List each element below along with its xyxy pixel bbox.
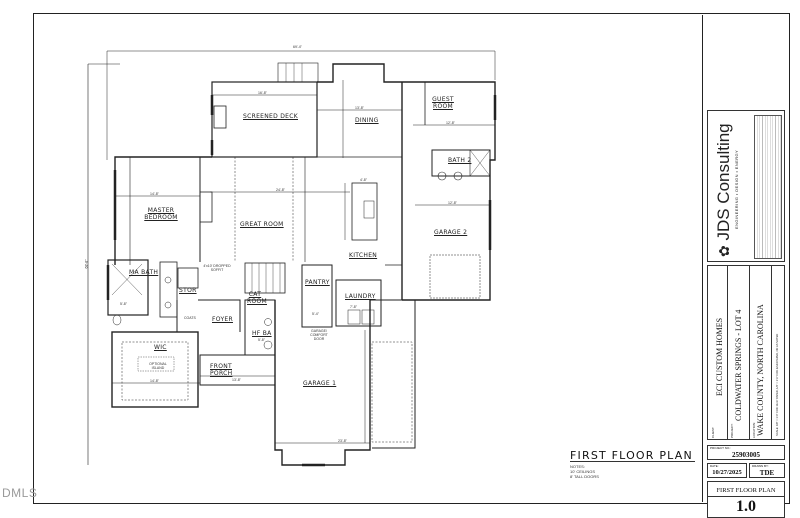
dim-laundry: 7'-8" — [350, 305, 357, 309]
room-label-laundry: LAUNDRY — [345, 293, 376, 300]
dim-screened-deck: 16'-8" — [258, 91, 267, 95]
client-name: ECI CUSTOM HOMES — [715, 317, 724, 396]
sheet-number-box: 1.0 — [707, 496, 785, 518]
leaf-logo-icon: ✿ — [716, 245, 732, 257]
room-label-dining: DINING — [355, 117, 379, 124]
scale-note: SCALE: 1/8" = 1'-0" FOR 11x17 PAPER, 1/4… — [776, 333, 779, 436]
dim-ma-bath: 5'-8" — [120, 302, 127, 306]
room-label-wic: WIC — [154, 344, 167, 351]
project-number: 25903005 — [732, 451, 760, 459]
note-dropped-soffit: 4'x10' DROPPED SOFFIT — [203, 264, 231, 272]
notes-line: 10' CEILINGS — [570, 469, 595, 474]
room-label-garage-2: GARAGE 2 — [434, 229, 468, 236]
plan-title: FIRST FLOOR PLAN — [570, 449, 693, 462]
dim-guest-room: 12'-8" — [446, 121, 455, 125]
sheet-name: FIRST FLOOR PLAN — [716, 487, 776, 494]
project-label: PROJECT: — [730, 423, 734, 438]
room-label-kitchen: KITCHEN — [349, 252, 378, 259]
drawing-sheet-border — [33, 13, 790, 504]
company-panel: ✿ JDS Consulting ENGINEERING • DESIGN • … — [707, 110, 785, 262]
room-label-garage-1: GARAGE 1 — [303, 380, 337, 387]
note-garage-door: GARAGE/ COMFORT DOOR — [310, 329, 328, 341]
project-number-label: PROJECT NO.: — [710, 446, 731, 450]
dim-great-room: 24'-8" — [276, 188, 285, 192]
dim-master-bedroom: 14'-8" — [150, 192, 159, 196]
room-label-screened-deck: SCREENED DECK — [243, 113, 298, 120]
plan-notes: NOTES: 10' CEILINGS 8' TALL DOORS — [570, 464, 599, 479]
room-label-master-bedroom: MASTER BEDROOM — [144, 207, 178, 221]
dim-overall-width: 69'-4" — [293, 45, 302, 49]
room-label-pantry: PANTRY — [305, 279, 330, 286]
drawn-by-label: DRAWN BY: — [752, 464, 769, 468]
room-label-great-room: GREAT ROOM — [240, 221, 284, 228]
dim-kitchen-island: 4'-8" — [360, 178, 367, 182]
room-label-ma-bath: MA BATH — [129, 269, 159, 276]
company-logo-text: ✿ JDS Consulting — [714, 123, 733, 257]
date-box: DATE: 10/27/2025 — [707, 463, 747, 478]
dim-dining: 13'-8" — [355, 106, 364, 110]
title-block: ✿ JDS Consulting ENGINEERING • DESIGN • … — [702, 15, 788, 518]
notes-line: 8' TALL DOORS — [570, 474, 599, 479]
dim-garage-1: 23'-8" — [338, 439, 347, 443]
location-name: WAKE COUNTY, NORTH CAROLINA — [756, 304, 765, 436]
dim-pantry: 5'-4" — [312, 312, 319, 316]
room-label-bath-2: BATH 2 — [448, 157, 472, 164]
project-info-panel: CLIENT: ECI CUSTOM HOMES PROJECT: COLDWA… — [707, 265, 785, 440]
company-tagline: ENGINEERING • DESIGN • ENERGY — [734, 149, 739, 229]
date-value: 10/27/2025 — [712, 469, 742, 476]
disclaimer-text-block — [754, 115, 782, 259]
dim-wic: 14'-8" — [150, 379, 159, 383]
room-label-guest-room: GUEST ROOM — [432, 96, 454, 110]
plan-title-underline — [570, 461, 695, 462]
dim-overall-depth: 68'-8" — [84, 259, 89, 269]
drawn-by-value: TDE — [759, 469, 775, 477]
dmls-watermark: DMLS — [2, 486, 38, 500]
room-label-front-porch: FRONT PORCH — [210, 363, 233, 377]
note-coats: COATS — [184, 316, 196, 320]
dim-front-porch: 13'-8" — [232, 378, 241, 382]
room-label-foyer: FOYER — [212, 316, 233, 323]
project-name: COLDWATER SPRINGS - LOT 4 — [734, 309, 743, 421]
note-optional-island: OPTIONAL ISLAND — [149, 362, 167, 370]
sheet-name-box: FIRST FLOOR PLAN — [707, 481, 785, 500]
drawn-by-box: DRAWN BY: TDE — [749, 463, 785, 478]
dim-garage-2: 12'-8" — [448, 201, 457, 205]
room-label-stor: STOR — [179, 287, 197, 294]
date-label: DATE: — [710, 464, 719, 468]
project-number-box: PROJECT NO.: 25903005 — [707, 445, 785, 460]
room-label-hf-ba: HF BA — [252, 330, 272, 337]
client-label: CLIENT: — [711, 426, 715, 438]
sheet-number: 1.0 — [736, 498, 756, 515]
notes-heading: NOTES: — [570, 464, 585, 469]
room-label-cat-room: CAT ROOM — [247, 291, 267, 305]
dim-hf-ba: 5'-8" — [258, 338, 265, 342]
